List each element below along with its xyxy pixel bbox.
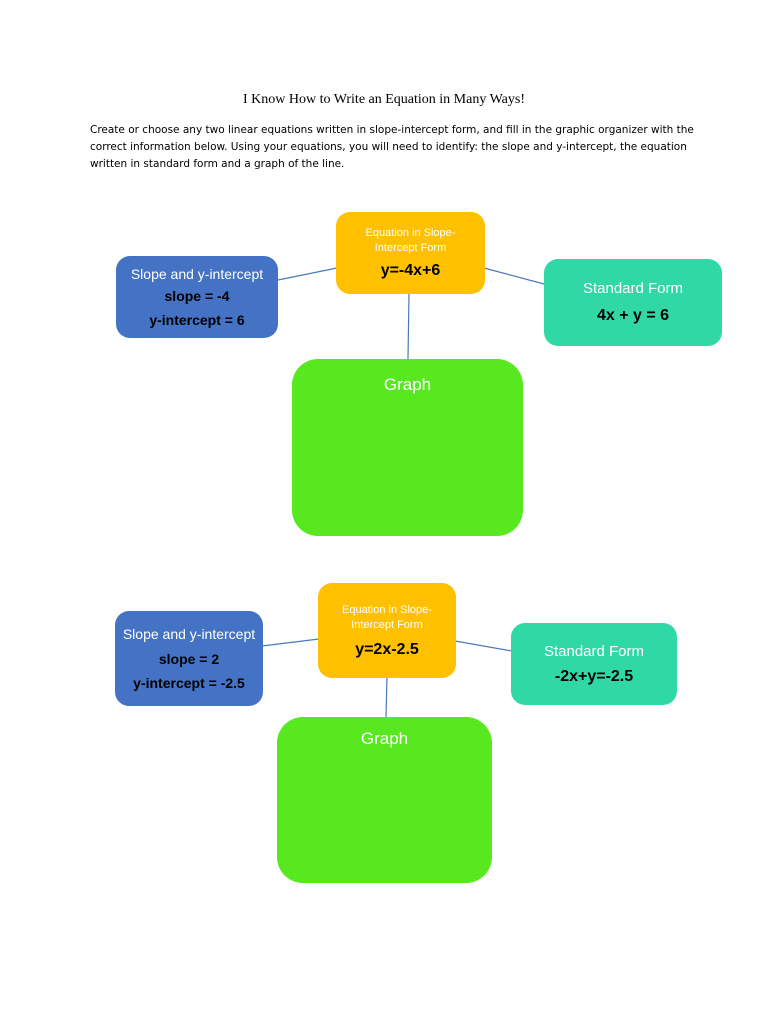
slope-value: slope = -4 [164,288,230,304]
graph-heading: Graph [383,375,432,394]
slope-intercept-heading-line-1: Equation in Slope- [365,227,456,239]
slope-intercept-heading-line-2: Intercept Form [374,242,447,254]
slope-intercept-equation: y=-4x+6 [380,262,441,279]
standard-form-equation: 4x + y = 6 [596,307,670,324]
slope-value: slope = 2 [158,651,220,667]
slope-intercept-heading-line-1: Equation in Slope- [342,603,432,616]
connector-2-graph [385,676,388,718]
slope-box-heading: Slope and y-intercept [122,626,256,642]
worksheet-title: I Know How to Write an Equation in Many … [242,92,526,107]
slope-box-heading: Slope and y-intercept [130,266,264,282]
slope-intercept-form-box-2: Equation in Slope- Intercept Form y=2x-2… [318,583,456,678]
graph-heading: Graph [360,729,409,748]
instructions-line-3: written in standard form and a graph of … [90,158,345,170]
standard-form-box-1: Standard Form 4x + y = 6 [544,259,722,346]
y-intercept-value: y-intercept = 6 [149,312,245,328]
y-intercept-value: y-intercept = -2.5 [133,675,245,691]
instructions: Create or choose any two linear equation… [90,122,694,173]
connector-1-graph [407,292,410,360]
graph-box-2: Graph [277,717,492,883]
instructions-line-2: correct information below. Using your eq… [90,141,687,153]
connector-1-slope [277,267,338,281]
slope-intercept-equation: y=2x-2.5 [355,640,419,658]
connector-2-standard [454,640,513,652]
standard-form-heading: Standard Form [582,280,684,297]
graph-box-1: Graph [292,359,523,536]
slope-intercept-values-box-1: Slope and y-intercept slope = -4 y-inter… [116,256,278,338]
standard-form-equation: -2x+y=-2.5 [554,667,634,685]
slope-intercept-form-box-1: Equation in Slope- Intercept Form y=-4x+… [336,212,485,294]
connector-2-slope [261,638,320,647]
instructions-line-1: Create or choose any two linear equation… [90,124,694,136]
slope-intercept-values-box-2: Slope and y-intercept slope = 2 y-interc… [115,611,263,706]
standard-form-heading: Standard Form [543,642,645,660]
slope-intercept-heading-line-2: Intercept Form [351,618,423,631]
standard-form-box-2: Standard Form -2x+y=-2.5 [511,623,677,705]
connector-1-standard [483,267,545,285]
